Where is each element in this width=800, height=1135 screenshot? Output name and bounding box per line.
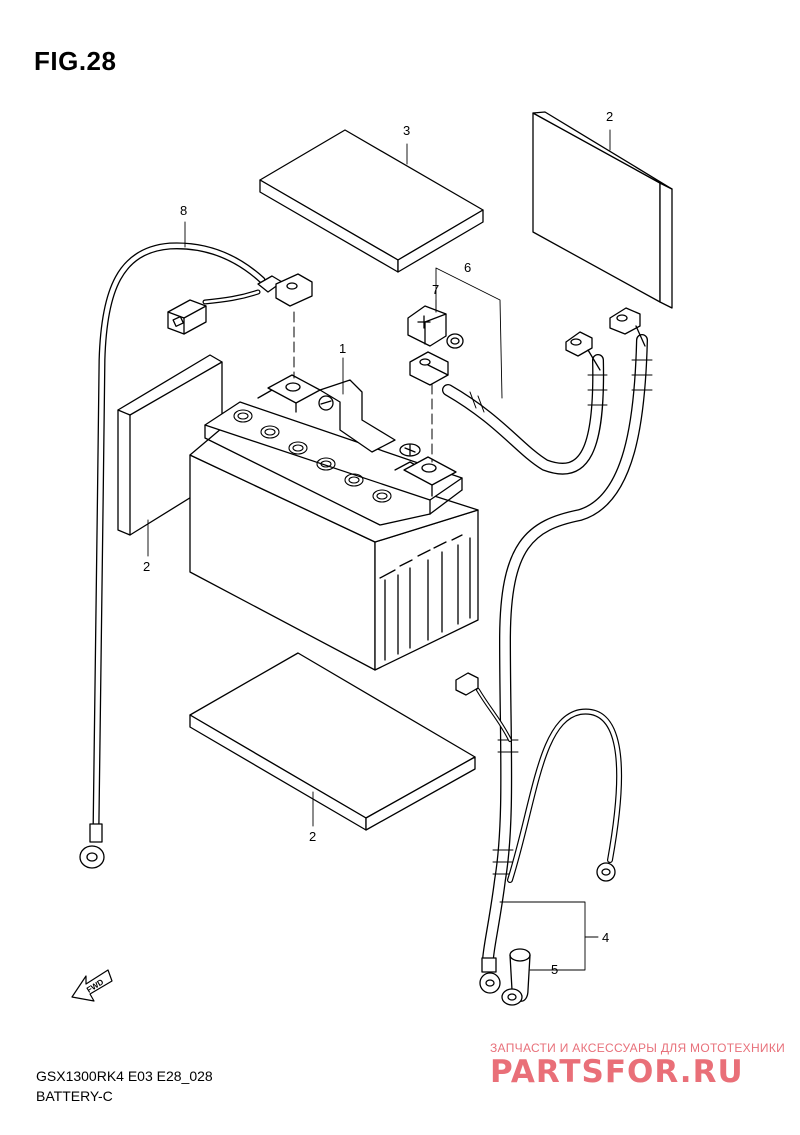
callout-2-right: 2 (606, 109, 614, 124)
callout-3: 3 (403, 123, 411, 138)
battery-side-pad-right (532, 111, 673, 309)
cable-assembly-6 (409, 331, 608, 475)
model-code: GSX1300RK4 E03 E28_028 (36, 1068, 213, 1084)
leader-lines (147, 129, 611, 971)
figure-title: FIG.28 (34, 46, 117, 76)
battery-bottom-pad (189, 652, 476, 831)
callout-1: 1 (339, 341, 347, 356)
callout-6: 6 (464, 260, 472, 275)
watermark-logo: PARTSFOR.RU (490, 1054, 744, 1090)
cell-caps (233, 409, 392, 503)
callout-8: 8 (180, 203, 188, 218)
cable-assembly-8 (79, 242, 313, 869)
section-name: BATTERY-C (36, 1088, 113, 1104)
terminal-cover-7 (407, 305, 464, 349)
callout-7: 7 (432, 282, 440, 297)
cable-assembly-4 (455, 307, 653, 994)
assembly-guide-lines (293, 311, 433, 463)
callout-4: 4 (602, 930, 610, 945)
callout-5: 5 (551, 962, 559, 977)
terminal-boot-5 (501, 948, 531, 1006)
forward-arrow-icon (71, 969, 113, 1002)
battery (189, 374, 479, 671)
callout-2-left: 2 (143, 559, 151, 574)
battery-top-pad (259, 129, 484, 273)
watermark-tagline: ЗАПЧАСТИ И АКСЕССУАРЫ ДЛЯ МОТОТЕХНИКИ (490, 1041, 786, 1055)
callout-2-bottom: 2 (309, 829, 317, 844)
